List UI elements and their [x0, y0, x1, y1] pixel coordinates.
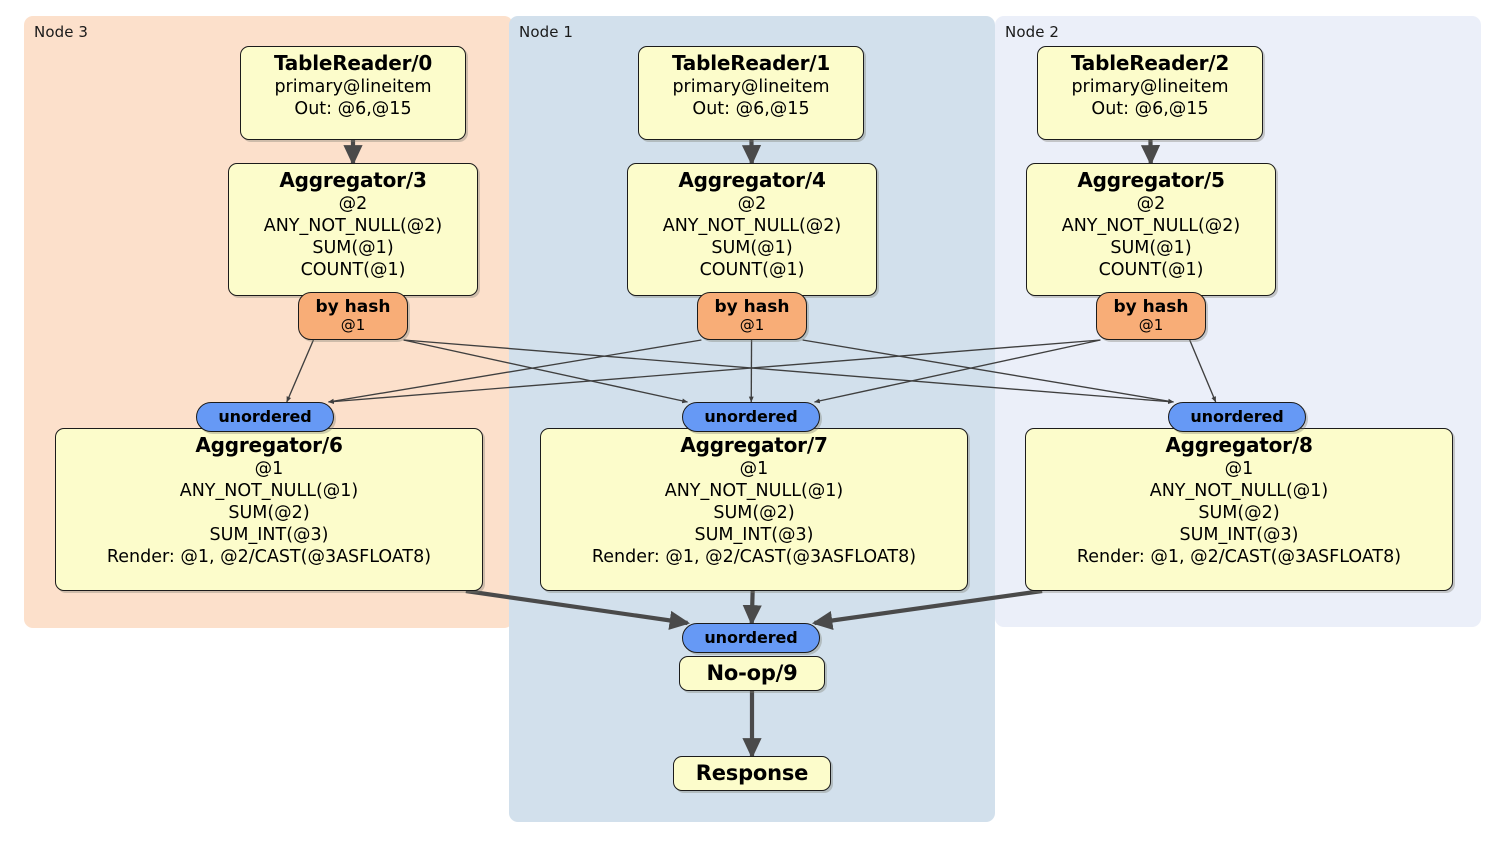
- operator-title: Aggregator/5: [1077, 168, 1225, 192]
- hash-router-byhash5[interactable]: by hash@1: [1096, 292, 1206, 340]
- operator-title: Aggregator/8: [1165, 433, 1313, 457]
- unordered-label: unordered: [1190, 407, 1284, 426]
- operator-noop9[interactable]: No-op/9: [679, 656, 825, 691]
- operator-title: Aggregator/4: [678, 168, 826, 192]
- operator-detail-line: ANY_NOT_NULL(@2): [263, 216, 443, 236]
- operator-detail-line: @2: [1136, 194, 1166, 214]
- operator-detail-line: ANY_NOT_NULL(@1): [1149, 481, 1329, 501]
- operator-detail-line: primary@lineitem: [274, 77, 432, 97]
- operator-detail-line: Render: @1, @2/CAST(@3ASFLOAT8): [106, 547, 432, 567]
- operator-title: Response: [695, 761, 809, 785]
- operator-detail-line: @1: [254, 459, 284, 479]
- hash-router-column: @1: [1138, 316, 1164, 334]
- operator-detail-line: COUNT(@1): [699, 260, 805, 280]
- operator-detail-line: Out: @6,@15: [692, 99, 810, 119]
- operator-title: No-op/9: [706, 661, 798, 685]
- operator-detail-line: SUM_INT(@3): [694, 525, 814, 545]
- operator-detail-line: Out: @6,@15: [294, 99, 412, 119]
- operator-title: TableReader/2: [1070, 51, 1230, 75]
- operator-detail-line: Render: @1, @2/CAST(@3ASFLOAT8): [591, 547, 917, 567]
- node-panel-label-node3: Node 3: [34, 23, 89, 41]
- operator-detail-line: @1: [1224, 459, 1254, 479]
- operator-detail-line: SUM(@2): [228, 503, 310, 523]
- node-panel-label-node1: Node 1: [519, 23, 574, 41]
- unordered-label: unordered: [704, 407, 798, 426]
- unordered-synchronizer-unordered7[interactable]: unordered: [682, 402, 820, 432]
- operator-title: Aggregator/6: [195, 433, 343, 457]
- hash-router-label: by hash: [1113, 297, 1189, 317]
- unordered-label: unordered: [218, 407, 312, 426]
- operator-title: TableReader/1: [671, 51, 831, 75]
- operator-detail-line: primary@lineitem: [1071, 77, 1229, 97]
- operator-detail-line: SUM(@1): [1110, 238, 1192, 258]
- operator-title: Aggregator/7: [680, 433, 828, 457]
- operator-response[interactable]: Response: [673, 756, 831, 791]
- operator-title: Aggregator/3: [279, 168, 427, 192]
- operator-detail-line: @2: [737, 194, 767, 214]
- operator-detail-line: primary@lineitem: [672, 77, 830, 97]
- hash-router-byhash3[interactable]: by hash@1: [298, 292, 408, 340]
- operator-detail-line: SUM_INT(@3): [1179, 525, 1299, 545]
- unordered-label: unordered: [704, 628, 798, 647]
- unordered-synchronizer-unordered6[interactable]: unordered: [196, 402, 334, 432]
- operator-detail-line: SUM(@1): [312, 238, 394, 258]
- operator-detail-line: SUM(@2): [1198, 503, 1280, 523]
- hash-router-label: by hash: [315, 297, 391, 317]
- operator-title: TableReader/0: [273, 51, 433, 75]
- operator-detail-line: SUM_INT(@3): [209, 525, 329, 545]
- operator-detail-line: ANY_NOT_NULL(@2): [1061, 216, 1241, 236]
- operator-detail-line: Out: @6,@15: [1091, 99, 1209, 119]
- operator-detail-line: @1: [739, 459, 769, 479]
- operator-detail-line: SUM(@1): [711, 238, 793, 258]
- operator-detail-line: ANY_NOT_NULL(@1): [664, 481, 844, 501]
- node-panel-label-node2: Node 2: [1005, 23, 1060, 41]
- hash-router-label: by hash: [714, 297, 790, 317]
- unordered-synchronizer-unordered8[interactable]: unordered: [1168, 402, 1306, 432]
- operator-detail-line: SUM(@2): [713, 503, 795, 523]
- operator-detail-line: @2: [338, 194, 368, 214]
- operator-detail-line: ANY_NOT_NULL(@1): [179, 481, 359, 501]
- operator-detail-line: COUNT(@1): [1098, 260, 1204, 280]
- operator-detail-line: Render: @1, @2/CAST(@3ASFLOAT8): [1076, 547, 1402, 567]
- hash-router-column: @1: [340, 316, 366, 334]
- operator-detail-line: COUNT(@1): [300, 260, 406, 280]
- unordered-synchronizer-unordered9[interactable]: unordered: [682, 623, 820, 653]
- hash-router-byhash4[interactable]: by hash@1: [697, 292, 807, 340]
- hash-router-column: @1: [739, 316, 765, 334]
- operator-detail-line: ANY_NOT_NULL(@2): [662, 216, 842, 236]
